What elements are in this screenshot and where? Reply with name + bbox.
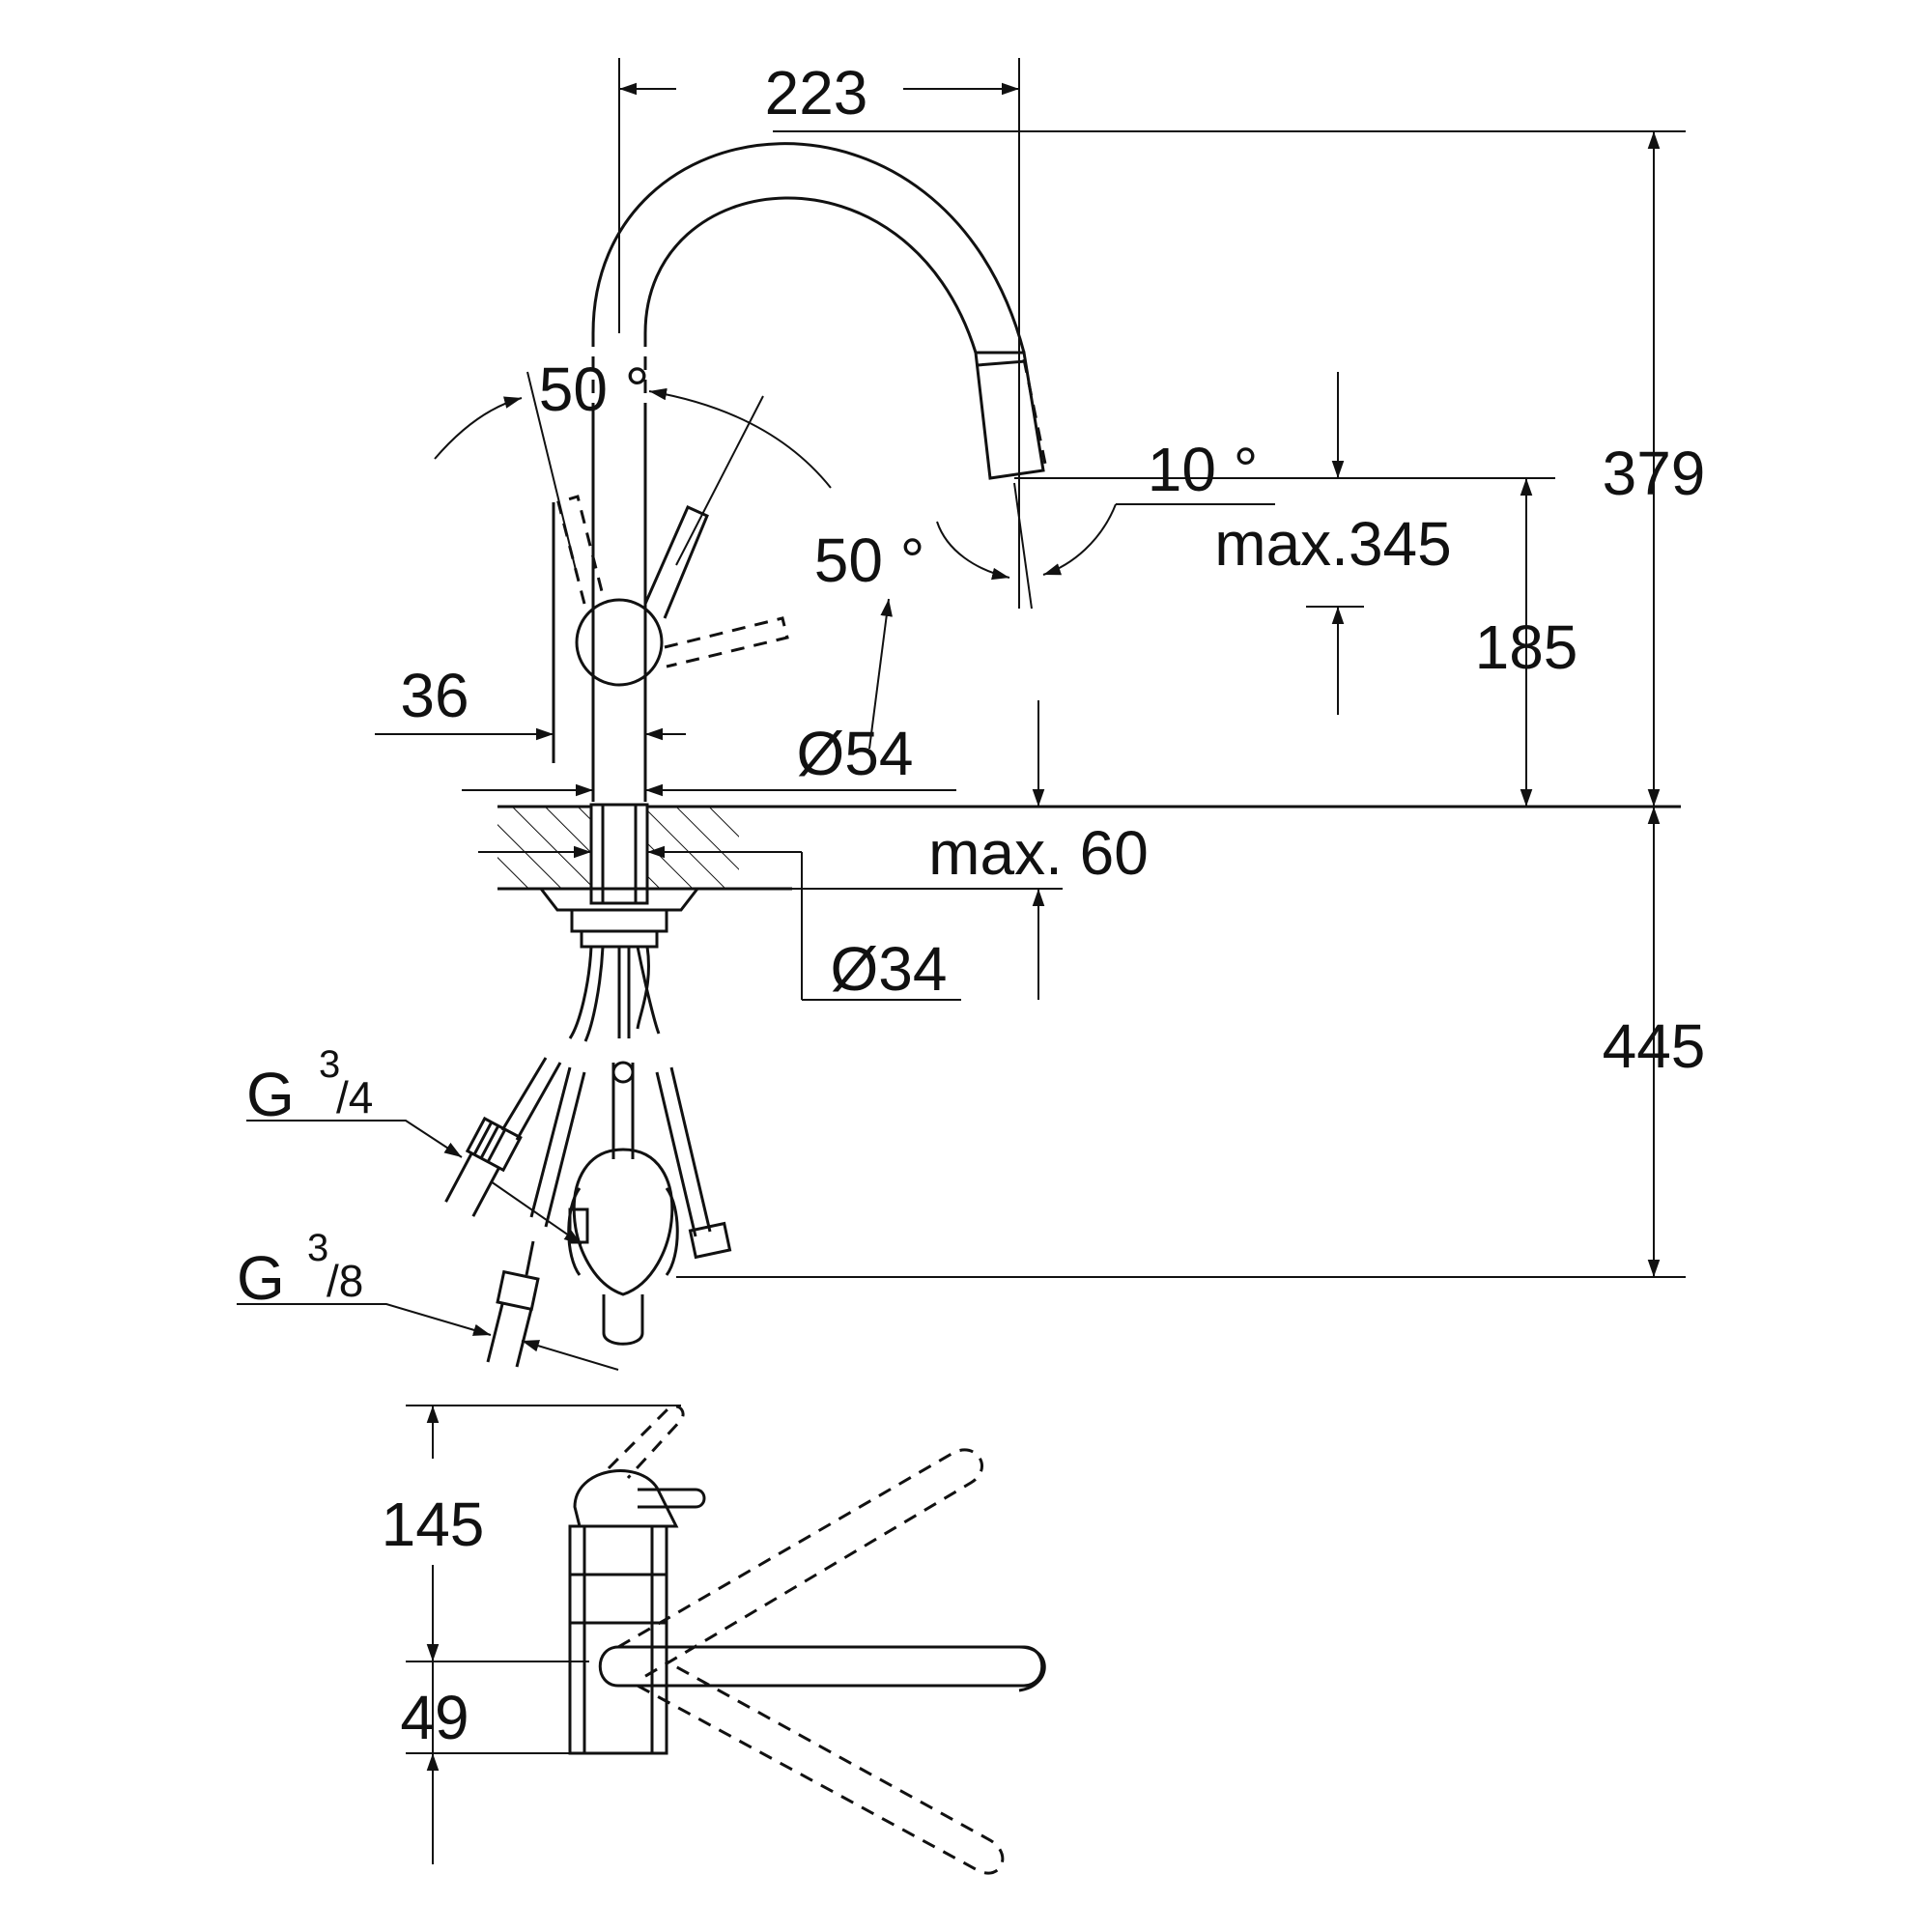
dim-spout-reach: 223 bbox=[765, 58, 868, 128]
dim-total-height: 379 bbox=[1603, 439, 1706, 508]
dim-deck-thickness: max. 60 bbox=[928, 818, 1149, 888]
thread-label-small: G 3 /8 bbox=[237, 1227, 363, 1313]
angle-lever-right: 50 ° bbox=[814, 525, 925, 595]
thread-small-den: /8 bbox=[327, 1256, 363, 1306]
faucet-plan-view bbox=[406, 1405, 1046, 1875]
thread-label-large: G 3 /4 bbox=[246, 1043, 373, 1129]
faucet-side-view bbox=[444, 142, 1681, 1368]
thread-large-den: /4 bbox=[336, 1072, 373, 1122]
dim-lever-offset: 36 bbox=[400, 661, 469, 730]
dim-lever-height: 185 bbox=[1475, 612, 1578, 682]
dim-hole-diameter: Ø34 bbox=[831, 934, 948, 1004]
dim-base-to-connection: 445 bbox=[1603, 1011, 1706, 1081]
angle-spout-tilt: 10 ° bbox=[1148, 435, 1259, 504]
dim-body-diameter: Ø54 bbox=[797, 719, 914, 788]
dim-plan-depth: 145 bbox=[382, 1490, 485, 1559]
dimension-lines bbox=[237, 58, 1686, 1371]
thread-small-letter: G bbox=[237, 1243, 285, 1313]
thread-large-letter: G bbox=[246, 1060, 295, 1129]
angle-lever-left: 50 ° bbox=[539, 355, 650, 424]
dim-plan-base: 49 bbox=[400, 1683, 469, 1752]
thread-large-num: 3 bbox=[319, 1043, 340, 1086]
thread-small-num: 3 bbox=[307, 1227, 328, 1269]
lever-hub-icon bbox=[575, 598, 664, 687]
dim-outlet-height: max.345 bbox=[1214, 509, 1451, 579]
